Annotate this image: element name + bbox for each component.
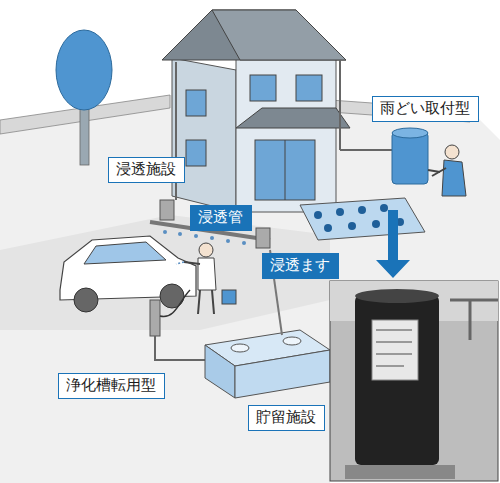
house-front <box>236 58 336 212</box>
window <box>186 90 206 116</box>
callout-label: 貯留施設 <box>248 405 325 431</box>
roof <box>212 10 346 60</box>
bucket <box>222 290 236 304</box>
basin <box>256 228 270 248</box>
storage-tank <box>205 330 330 398</box>
driveway <box>0 215 330 330</box>
callout-label: 浸透施設 <box>108 157 185 183</box>
callout-label: 浸透ます <box>262 253 339 279</box>
porch-roof <box>236 108 350 128</box>
car <box>60 236 196 312</box>
down-arrow <box>376 210 410 278</box>
rain-barrel <box>392 132 428 184</box>
callout-label: 浸透管 <box>190 205 252 231</box>
label-text: 浄化槽転用型 <box>66 376 157 395</box>
label-text: 貯留施設 <box>256 408 317 427</box>
label-text: 浸透施設 <box>116 160 177 179</box>
callout-label: 浄化槽転用型 <box>58 373 165 399</box>
label-text: 雨どい取付型 <box>380 99 471 118</box>
tree-crown <box>56 30 112 110</box>
basin <box>160 200 174 220</box>
window <box>296 75 322 101</box>
house-side <box>172 58 236 212</box>
flower-bed <box>300 198 425 240</box>
window <box>186 140 206 166</box>
person <box>199 243 213 257</box>
label-text: 浸透ます <box>270 256 331 275</box>
person <box>445 145 459 159</box>
downpipe <box>339 60 341 150</box>
roof <box>162 10 346 60</box>
pump <box>150 300 160 336</box>
callout-label: 雨どい取付型 <box>372 96 479 122</box>
glass-door <box>255 140 315 200</box>
photo <box>330 281 498 481</box>
window <box>250 75 276 101</box>
label-text: 浸透管 <box>198 208 244 227</box>
